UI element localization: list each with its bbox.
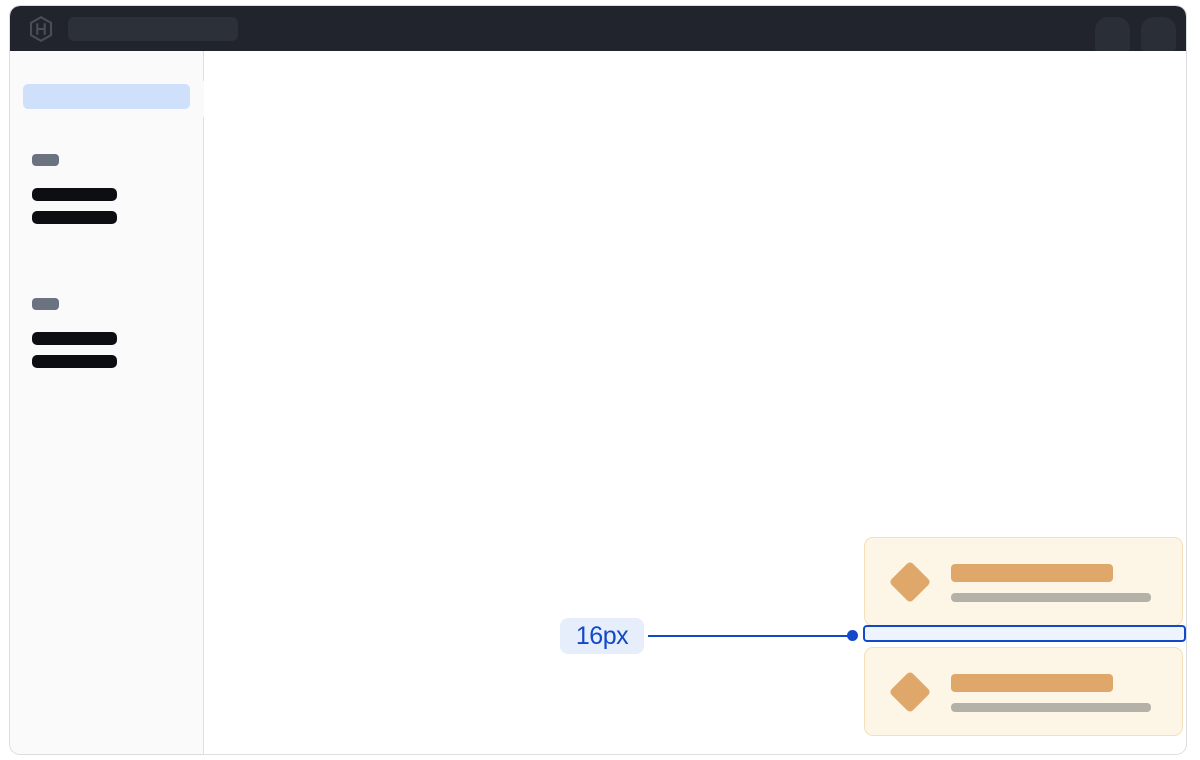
topbar-chip-1[interactable] <box>1095 17 1130 51</box>
card-top-text <box>951 564 1151 602</box>
sidebar-item-2-2[interactable] <box>32 355 117 368</box>
card-top[interactable] <box>864 537 1183 626</box>
hexagon-logo-icon[interactable] <box>28 15 54 43</box>
sidebar-group-1 <box>32 154 117 224</box>
sidebar-active-item[interactable] <box>23 84 190 109</box>
card-bottom-title <box>951 674 1113 692</box>
topbar-chip-2[interactable] <box>1141 17 1176 51</box>
measure-endpoint-dot <box>847 630 858 641</box>
diamond-icon <box>888 560 932 604</box>
sidebar-group-1-label <box>32 154 59 166</box>
card-bottom-text <box>951 674 1151 712</box>
card-bottom[interactable] <box>864 647 1183 736</box>
sidebar <box>10 51 204 754</box>
card-bottom-subtitle <box>951 703 1151 712</box>
gap-measurement-box <box>863 625 1186 642</box>
sidebar-item-1-1[interactable] <box>32 188 117 201</box>
measurement-label: 16px <box>560 618 644 654</box>
app-window: 16px <box>10 6 1186 754</box>
sidebar-group-2-label <box>32 298 59 310</box>
sidebar-group-2 <box>32 298 117 368</box>
sidebar-item-1-2[interactable] <box>32 211 117 224</box>
topbar-right-controls <box>1095 17 1176 51</box>
card-top-subtitle <box>951 593 1151 602</box>
global-search-input[interactable] <box>68 17 238 41</box>
diamond-icon <box>888 670 932 714</box>
top-header-bar <box>10 6 1186 51</box>
measure-leader-line <box>648 635 856 637</box>
sidebar-item-2-1[interactable] <box>32 332 117 345</box>
card-top-title <box>951 564 1113 582</box>
main-canvas: 16px <box>204 51 1186 754</box>
